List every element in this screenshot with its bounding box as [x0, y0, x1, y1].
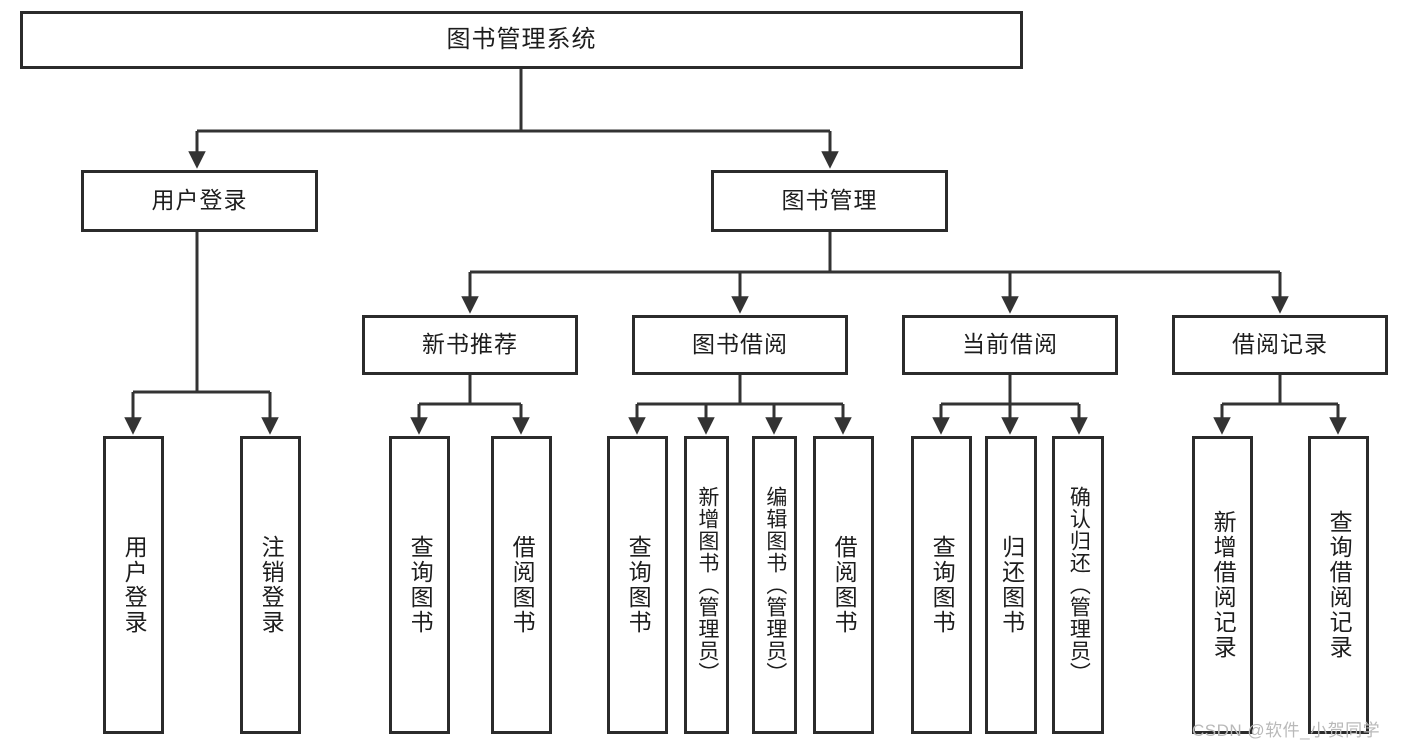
node-new-book-recommend[interactable]: 新书推荐 — [362, 315, 578, 375]
leaf-borrow-query-book[interactable]: 查询图书 — [607, 436, 668, 734]
node-label: 归还图书 — [998, 535, 1025, 635]
leaf-record-add-record[interactable]: 新增借阅记录 — [1192, 436, 1253, 734]
leaf-current-return-book[interactable]: 归还图书 — [985, 436, 1037, 734]
node-label: 当前借阅 — [962, 331, 1058, 358]
leaf-recommend-query-book[interactable]: 查询图书 — [389, 436, 450, 734]
node-label: 图书管理 — [781, 187, 878, 214]
leaf-recommend-borrow-book[interactable]: 借阅图书 — [491, 436, 552, 734]
leaf-user-login-signout[interactable]: 注销登录 — [240, 436, 301, 734]
leaf-borrow-edit-book-admin[interactable]: 编辑图书（管理员） — [752, 436, 797, 734]
node-current-borrow[interactable]: 当前借阅 — [902, 315, 1118, 375]
leaf-borrow-borrow-book[interactable]: 借阅图书 — [813, 436, 874, 734]
node-label: 新增借阅记录 — [1210, 510, 1237, 660]
node-root-system[interactable]: 图书管理系统 — [20, 11, 1023, 69]
node-borrow-record[interactable]: 借阅记录 — [1172, 315, 1388, 375]
node-book-management[interactable]: 图书管理 — [711, 170, 948, 232]
node-book-borrow[interactable]: 图书借阅 — [632, 315, 848, 375]
node-label: 新增图书（管理员） — [695, 486, 719, 684]
node-label: 借阅记录 — [1232, 331, 1328, 358]
node-user-login[interactable]: 用户登录 — [81, 170, 318, 232]
leaf-borrow-add-book-admin[interactable]: 新增图书（管理员） — [684, 436, 729, 734]
watermark-csdn: CSDN @软件_小贺同学 — [1192, 721, 1381, 740]
node-label: 新书推荐 — [422, 331, 518, 358]
node-label: 用户登录 — [121, 535, 148, 635]
node-label: 图书管理系统 — [446, 25, 597, 53]
leaf-user-login-signin[interactable]: 用户登录 — [103, 436, 164, 734]
leaf-current-query-book[interactable]: 查询图书 — [911, 436, 972, 734]
leaf-record-query-record[interactable]: 查询借阅记录 — [1308, 436, 1369, 734]
node-label: 查询借阅记录 — [1326, 510, 1353, 660]
node-label: 借阅图书 — [509, 535, 536, 635]
node-label: 确认归还（管理员） — [1067, 486, 1091, 684]
node-label: 查询图书 — [625, 535, 652, 635]
node-label: 编辑图书（管理员） — [763, 486, 787, 684]
node-label: 图书借阅 — [692, 331, 788, 358]
leaf-current-confirm-return-admin[interactable]: 确认归还（管理员） — [1052, 436, 1104, 734]
node-label: 用户登录 — [151, 187, 248, 214]
node-label: 查询图书 — [929, 535, 956, 635]
node-label: 注销登录 — [258, 535, 285, 635]
node-label: 借阅图书 — [831, 535, 858, 635]
node-label: 查询图书 — [407, 535, 434, 635]
